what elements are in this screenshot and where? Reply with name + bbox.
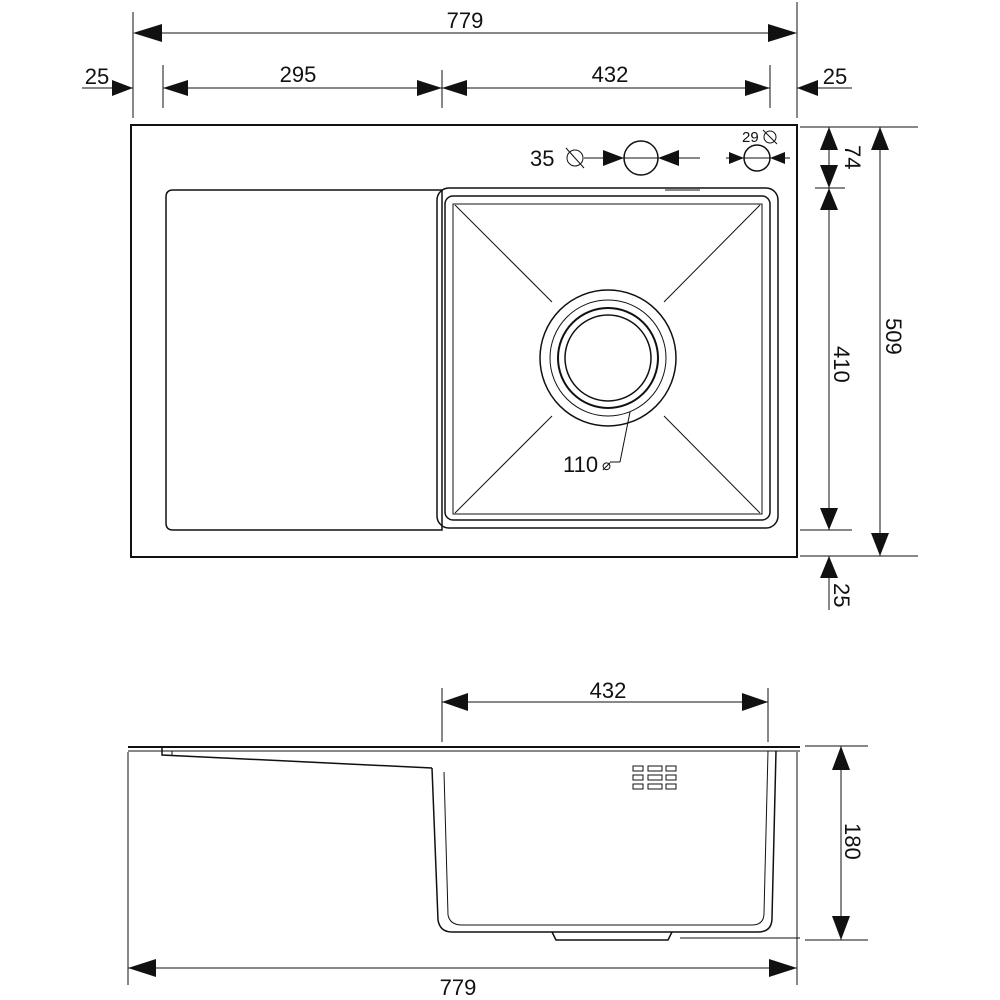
- drain-diameter-symbol: ⌀: [602, 457, 611, 474]
- small-hole: 29: [726, 129, 790, 172]
- tap-hole-diameter-label: 35: [530, 146, 554, 171]
- overall-width-label: 779: [447, 8, 484, 33]
- bowl-floor: [452, 203, 763, 515]
- tap-hole: 35: [530, 140, 700, 176]
- dim-side-bowl-width: 432: [441, 678, 769, 742]
- sink-profile: [128, 746, 800, 941]
- dim-segment-row: 25 295 432 25: [82, 62, 852, 108]
- tap-hole-diameter-symbol: [566, 149, 584, 167]
- top-view: 779 25 295 432 25: [82, 2, 918, 610]
- bowl-depth-label: 410: [829, 346, 854, 383]
- dim-side-overall-width: 779: [127, 752, 798, 1000]
- left-margin-label: 25: [85, 64, 109, 89]
- drainboard: [165, 189, 443, 531]
- side-height-label: 180: [840, 823, 865, 860]
- small-hole-diameter-symbol: [763, 130, 777, 144]
- sink-outline: [130, 124, 798, 558]
- drainboard-width-label: 295: [280, 62, 317, 87]
- side-overall-width-label: 779: [440, 975, 477, 1000]
- side-view: 432: [127, 678, 868, 1000]
- drain: 110 ⌀: [539, 289, 677, 477]
- dim-overall-width: 779: [132, 2, 798, 118]
- bowl-slope-lines: [454, 204, 761, 514]
- top-margin-label: 74: [840, 145, 865, 169]
- overflow-grille: [632, 765, 677, 790]
- dim-right-vertical: 74 410 25 509: [800, 126, 918, 610]
- bottom-margin-label: 25: [829, 583, 854, 607]
- side-bowl-width-label: 432: [590, 678, 627, 703]
- overall-depth-label: 509: [881, 318, 906, 355]
- right-margin-label: 25: [823, 64, 847, 89]
- drain-diameter-label: 110: [563, 452, 598, 477]
- dim-side-height: 180: [805, 745, 868, 941]
- small-hole-diameter-label: 29: [742, 129, 759, 146]
- bowl-width-label: 432: [592, 62, 629, 87]
- bowl-rim: [436, 187, 779, 529]
- bowl-inner: [444, 195, 771, 521]
